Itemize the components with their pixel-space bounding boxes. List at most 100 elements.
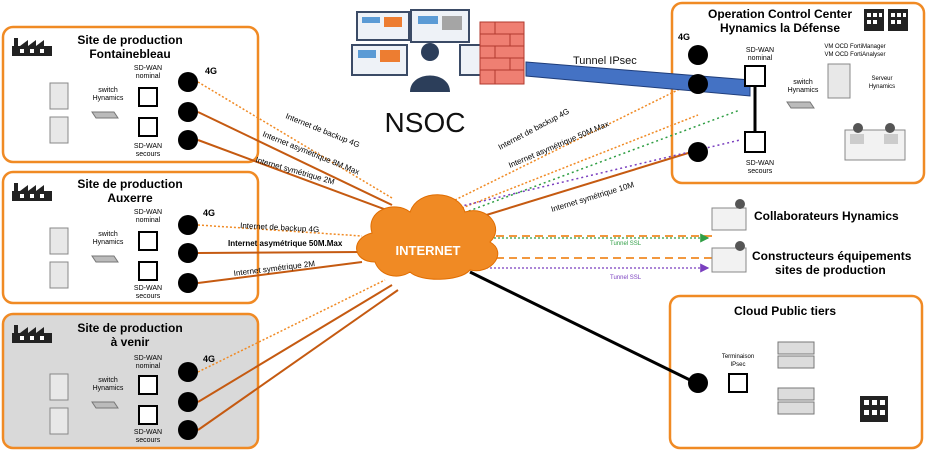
- sdwan-label: secours: [136, 293, 161, 300]
- sdwan-label: secours: [748, 168, 773, 175]
- cloud-public: Cloud Public tiers Terminaison IPsec: [688, 304, 888, 422]
- building-icon: [860, 396, 888, 422]
- switch-label: switch: [98, 231, 118, 238]
- nsoc: NSOC Tunnel IPsec: [351, 9, 637, 138]
- workstation-icon: [844, 123, 906, 161]
- terminaison-label: IPsec: [730, 362, 745, 368]
- server-label: Hynamics: [869, 84, 895, 90]
- ipsec-endpoint-icon: [728, 373, 748, 393]
- sdwan-secours-icon: [744, 131, 766, 153]
- sdwan-label: SD-WAN: [134, 209, 162, 216]
- badge-4g: 4G: [205, 66, 217, 76]
- internet-cloud: INTERNET: [356, 194, 499, 280]
- site-title-line1: Site de production: [77, 33, 182, 47]
- sdwan-nominal-icon: [138, 231, 158, 251]
- sdwan-nominal-icon: [744, 65, 766, 87]
- monitoring-screens-icon: [351, 9, 483, 76]
- switch-icon: [786, 101, 815, 109]
- sdwan-nominal-icon: [138, 375, 158, 395]
- cloud-panel: [668, 294, 924, 450]
- occ-title-line2: Hynamics la Défense: [720, 21, 840, 35]
- occ: Operation Control Center Hynamics la Déf…: [678, 7, 908, 175]
- sdwan-secours-icon: [138, 261, 158, 281]
- occ-link-labels: Internet de backup 4G Internet asymétriq…: [497, 107, 636, 214]
- link-label: Internet asymétrique 50M.Max: [507, 119, 610, 170]
- site-fontainebleau: Site de production Fontainebleau switch …: [12, 33, 217, 158]
- sdwan-label: SD-WAN: [134, 65, 162, 72]
- server-icon: [827, 63, 851, 99]
- operator-icon: [410, 43, 450, 92]
- sdwan-secours-icon: [138, 117, 158, 137]
- sdwan-label: secours: [136, 151, 161, 158]
- server-icon: [49, 82, 69, 144]
- badge-4g: 4G: [203, 354, 215, 364]
- cloud-title: Cloud Public tiers: [734, 304, 836, 318]
- router-icon: [688, 45, 708, 65]
- router-icon: [178, 243, 198, 263]
- router-icon: [178, 392, 198, 412]
- server-stack-icon: [777, 341, 815, 415]
- badge-4g: 4G: [203, 208, 215, 218]
- terminaison-label: Terminaison: [722, 354, 754, 360]
- site-title-line2: Fontainebleau: [89, 47, 170, 61]
- tunnel-ssl-label: Tunnel SSL: [610, 241, 642, 247]
- sdwan-label: SD-WAN: [134, 143, 162, 150]
- sdwan-label: SD-WAN: [134, 429, 162, 436]
- internet-label: INTERNET: [396, 243, 461, 258]
- sdwan-label: nominal: [136, 73, 161, 80]
- sdwan-nominal-icon: [138, 87, 158, 107]
- link-label: Internet symétrique 10M: [550, 180, 635, 214]
- router-icon: [178, 72, 198, 92]
- router-icon: [688, 142, 708, 162]
- vm-label: VM OCD FortiManager: [824, 44, 885, 50]
- site-auxerre: Site de production Auxerre switch Hynami…: [12, 177, 215, 300]
- workstation-icon: [711, 199, 747, 273]
- constructeurs-label-line2: sites de production: [775, 263, 886, 277]
- switch-label: switch: [793, 79, 813, 86]
- switch-label: Hynamics: [93, 385, 124, 392]
- firewall-icon: [479, 21, 525, 85]
- switch-icon: [91, 111, 119, 119]
- sdwan-label: SD-WAN: [746, 47, 774, 54]
- site-future: Site de production à venir switch Hynami…: [12, 321, 215, 444]
- router-icon: [178, 420, 198, 440]
- router-icon: [688, 74, 708, 94]
- site-title-line1: Site de production: [77, 321, 182, 335]
- factory-icon: [12, 183, 52, 201]
- switch-label: Hynamics: [93, 239, 124, 246]
- router-icon: [178, 215, 198, 235]
- switch-icon: [91, 255, 119, 263]
- server-label: Serveur: [871, 76, 892, 82]
- switch-label: Hynamics: [93, 95, 124, 102]
- collab-label: Collaborateurs Hynamics: [754, 209, 899, 223]
- constructeurs-label-line1: Constructeurs équipements: [752, 249, 912, 263]
- occ-title-line1: Operation Control Center: [708, 7, 852, 21]
- sdwan-secours-icon: [138, 405, 158, 425]
- switch-label: switch: [98, 87, 118, 94]
- sdwan-label: nominal: [748, 55, 773, 62]
- switch-label: Hynamics: [788, 87, 819, 94]
- fontainebleau-link-labels: Internet de backup 4G Internet asymétriq…: [254, 112, 361, 187]
- router-icon: [688, 373, 708, 393]
- sdwan-label: SD-WAN: [134, 355, 162, 362]
- sdwan-label: SD-WAN: [746, 160, 774, 167]
- link-label: Internet de backup 4G: [240, 221, 320, 234]
- tunnel-ssl-label: Tunnel SSL: [610, 275, 642, 281]
- factory-icon: [12, 325, 52, 343]
- site-title-line2: à venir: [111, 335, 150, 349]
- server-icon: [49, 227, 69, 289]
- sdwan-label: secours: [136, 437, 161, 444]
- switch-label: switch: [98, 377, 118, 384]
- server-icon: [49, 373, 69, 435]
- badge-4g: 4G: [678, 32, 690, 42]
- router-icon: [178, 102, 198, 122]
- tunnel-ipsec-label: Tunnel IPsec: [573, 55, 637, 67]
- building-icon: [864, 9, 908, 31]
- router-icon: [178, 362, 198, 382]
- nsoc-label: NSOC: [385, 107, 466, 138]
- switch-icon: [91, 401, 119, 409]
- sdwan-label: SD-WAN: [134, 285, 162, 292]
- vm-label: VM OCD FortiAnalyser: [824, 52, 885, 58]
- site-title-line2: Auxerre: [107, 191, 153, 205]
